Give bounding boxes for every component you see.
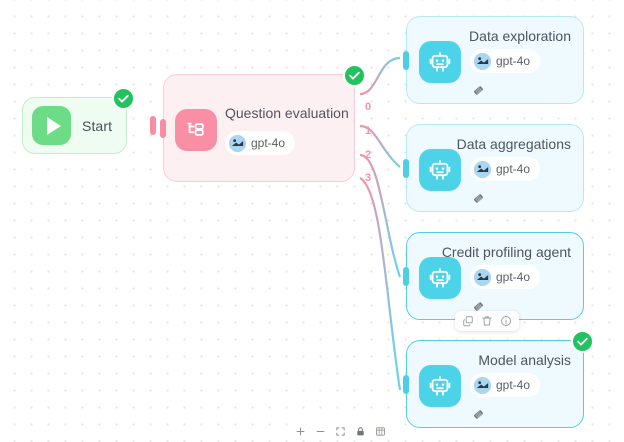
port-label-1: 1	[365, 125, 372, 137]
check-circle-icon	[571, 330, 594, 353]
tools-icon	[471, 407, 486, 422]
check-circle-icon	[112, 87, 135, 110]
model-name: gpt-4o	[496, 270, 531, 284]
delete-icon[interactable]	[481, 315, 493, 327]
robot-icon	[419, 365, 461, 407]
model-pill[interactable]: gpt-4o	[470, 373, 541, 397]
node-model-analysis[interactable]: Model analysis gpt-4o	[403, 330, 594, 428]
port-start-output[interactable]	[150, 116, 156, 135]
node-data-aggregations-title: Data aggregations	[456, 136, 571, 152]
node-credit-profiling-agent-title: Credit profiling agent	[441, 244, 571, 260]
edge-port0-to-data-exploration	[359, 56, 401, 96]
port-credit-profiling-agent-input[interactable]	[403, 267, 409, 286]
lock-icon[interactable]	[355, 426, 366, 437]
robot-icon	[419, 257, 461, 299]
node-question-evaluation-title: Question evaluation	[225, 105, 349, 121]
canvas-controls[interactable]	[289, 423, 392, 440]
openai-avatar-icon	[474, 376, 491, 394]
tools-icon	[471, 299, 486, 314]
check-circle-icon	[343, 64, 366, 87]
node-context-toolbar[interactable]	[455, 311, 519, 331]
port-label-3: 3	[365, 172, 372, 184]
minimap-icon[interactable]	[375, 426, 386, 437]
model-pill[interactable]: gpt-4o	[225, 131, 296, 155]
edge-port3-to-model-analysis	[359, 177, 402, 391]
port-data-aggregations-input[interactable]	[403, 159, 409, 178]
robot-icon	[419, 149, 461, 191]
model-pill[interactable]: gpt-4o	[470, 49, 541, 73]
node-data-exploration-title: Data exploration	[469, 28, 571, 44]
robot-icon	[419, 41, 461, 83]
node-question-evaluation[interactable]: Question evaluation gpt-4o	[160, 64, 366, 182]
model-name: gpt-4o	[496, 162, 531, 176]
zoom-in-icon[interactable]	[295, 426, 306, 437]
port-data-exploration-input[interactable]	[403, 51, 409, 70]
zoom-out-icon[interactable]	[315, 426, 326, 437]
port-question-evaluation-input[interactable]	[160, 119, 166, 138]
node-credit-profiling-agent[interactable]: Credit profiling agent gpt-4o	[403, 232, 584, 320]
node-data-exploration[interactable]: Data exploration gpt-4o	[403, 16, 584, 104]
model-name: gpt-4o	[251, 136, 286, 150]
fit-view-icon[interactable]	[335, 426, 346, 437]
info-icon[interactable]	[500, 315, 512, 327]
openai-avatar-icon	[229, 134, 246, 152]
port-model-analysis-input[interactable]	[403, 375, 409, 394]
model-name: gpt-4o	[496, 378, 531, 392]
branch-router-icon	[175, 109, 217, 151]
openai-avatar-icon	[474, 160, 491, 178]
node-start-label: Start	[82, 117, 113, 134]
play-icon	[32, 106, 71, 145]
model-pill[interactable]: gpt-4o	[470, 265, 541, 289]
openai-avatar-icon	[474, 268, 491, 286]
node-data-aggregations[interactable]: Data aggregations gpt-4o	[403, 124, 584, 212]
tools-icon	[471, 191, 486, 206]
model-name: gpt-4o	[496, 54, 531, 68]
node-model-analysis-title: Model analysis	[478, 352, 571, 368]
openai-avatar-icon	[474, 52, 491, 70]
copy-icon[interactable]	[462, 315, 474, 327]
node-start[interactable]: Start	[22, 87, 156, 154]
model-pill[interactable]: gpt-4o	[470, 157, 541, 181]
tools-icon	[471, 83, 486, 98]
port-label-0: 0	[365, 101, 372, 113]
port-label-2: 2	[365, 149, 372, 161]
